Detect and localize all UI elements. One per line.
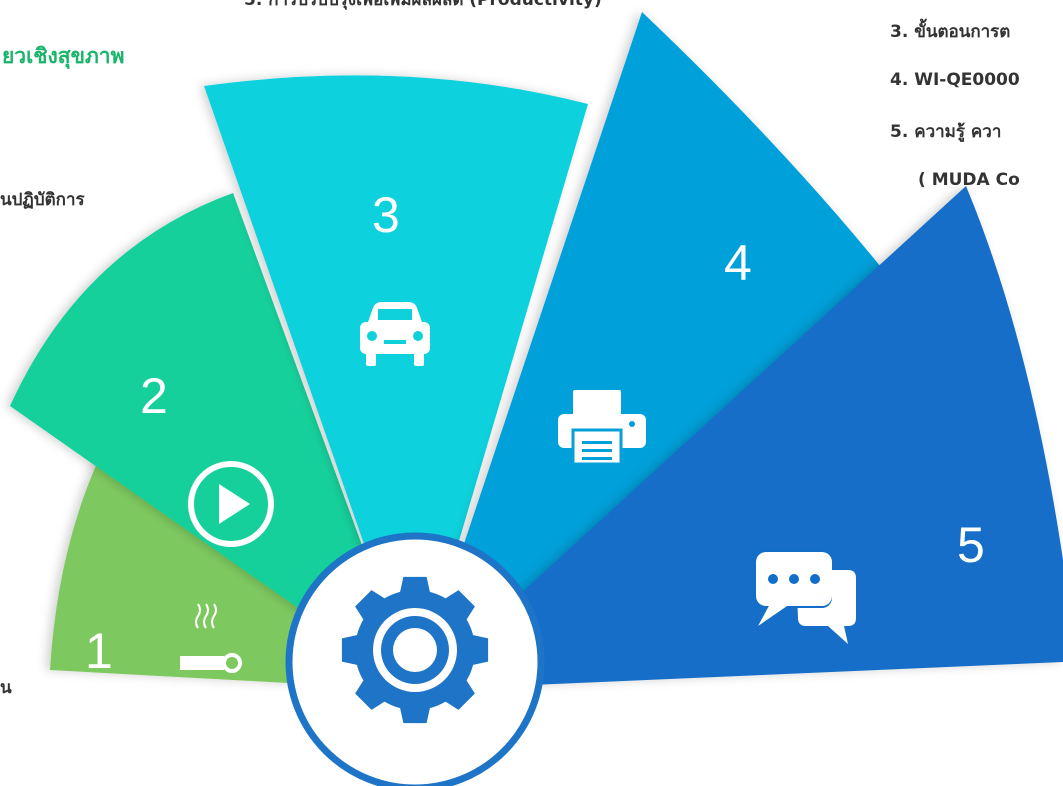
segment-4 [415,12,885,690]
top-center-text: 5. การปรับปรุงเพื่อเพิ่มผลผลิต (Producti… [244,0,602,10]
left-bottom-text: น [0,678,12,698]
segment-number-5: 5 [957,517,985,573]
gear-hole [393,628,437,672]
left-subtext: นปฏิบัติการ [0,190,85,210]
segment-3 [204,75,588,691]
chat-bubbles-icon [752,550,856,644]
right-list-item-3: 3. ขั้นตอนการต [890,22,1011,42]
right-list-item-5: 5. ความรู้ ควา [890,122,1002,142]
segment-2 [10,193,415,690]
left-heading: ยวเชิงสุขภาพ [2,44,125,68]
hub [285,532,545,786]
gear-icon [341,576,489,724]
segment-number-2: 2 [140,368,168,424]
segment-number-1: 1 [85,623,113,679]
printer-icon [558,390,646,466]
segment-5 [415,186,1063,690]
car-icon [360,302,430,366]
right-list-item-4: 4. WI-QE0000 [890,70,1020,90]
segment-number-4: 4 [724,235,752,291]
play-icon [188,461,274,547]
segment-number-3: 3 [372,187,400,243]
right-list-item-5-cont: ( MUDA Co [918,170,1020,190]
coffee-cup-icon [180,603,242,673]
